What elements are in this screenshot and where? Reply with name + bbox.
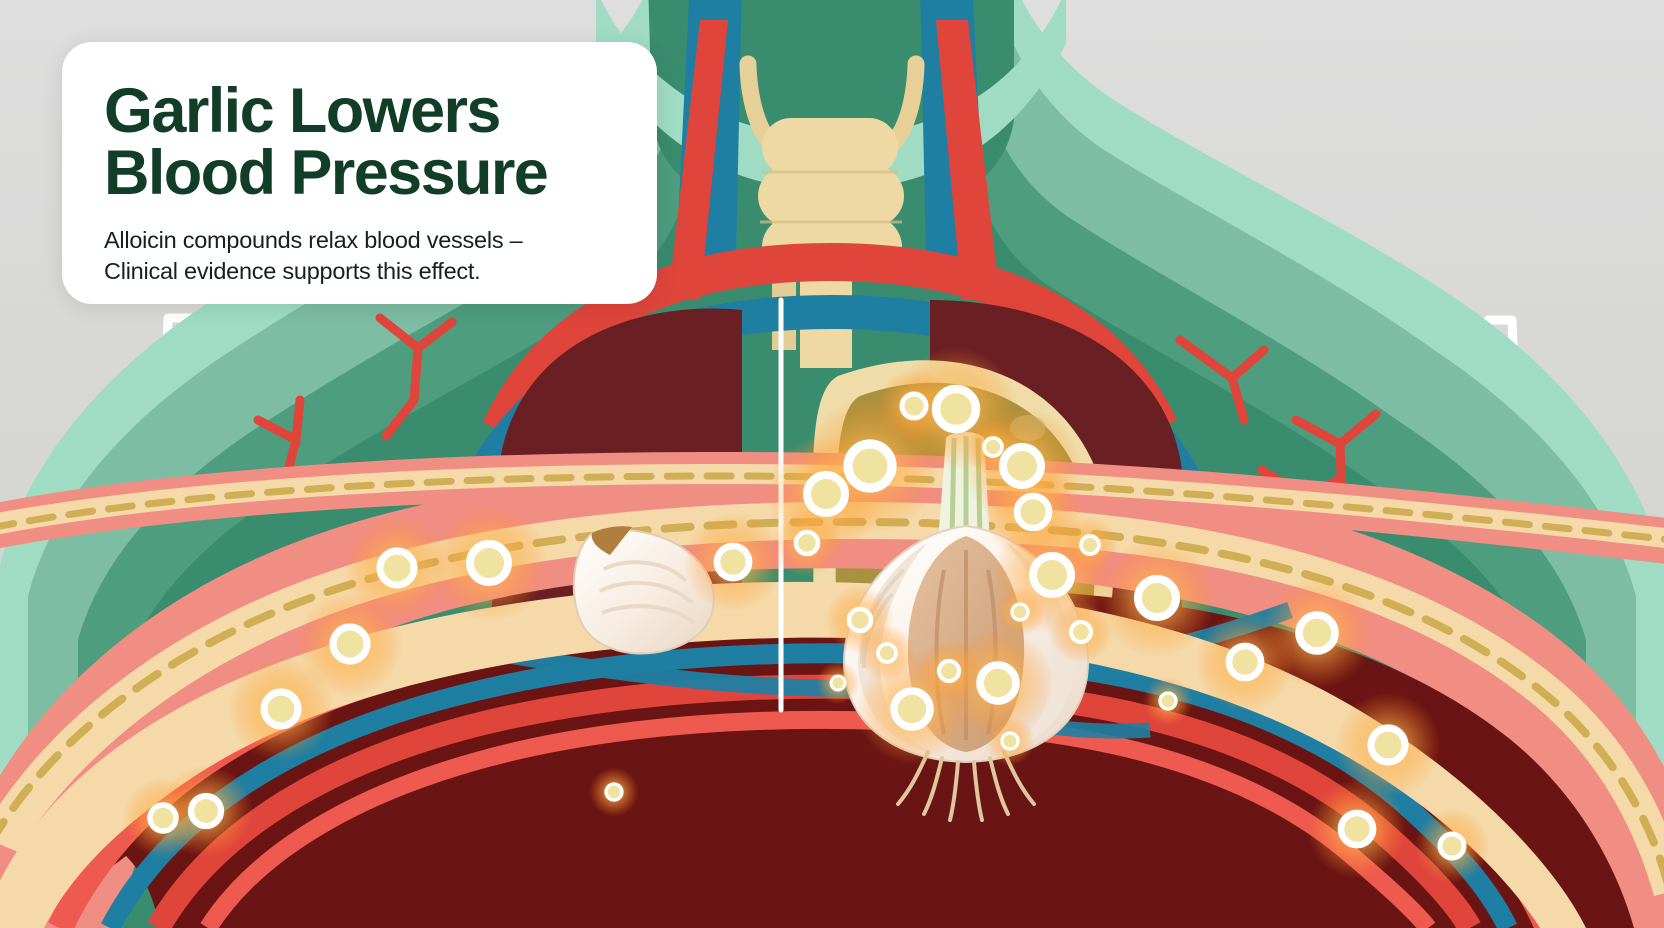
allicin-particle xyxy=(466,540,512,586)
allicin-particle xyxy=(1013,492,1053,532)
allicin-particle xyxy=(936,658,962,684)
allicin-particle xyxy=(147,802,179,834)
garlic-clove xyxy=(572,526,715,655)
allicin-particle xyxy=(329,623,371,665)
allicin-particle xyxy=(793,529,821,557)
allicin-particle xyxy=(1000,731,1020,751)
allicin-particle xyxy=(187,792,225,830)
vessel-dash-upper xyxy=(0,517,1664,886)
allicin-particle xyxy=(829,674,847,692)
page-title: Garlic Lowers Blood Pressure xyxy=(104,76,549,209)
carotid-artery-left xyxy=(668,20,728,300)
allicin-particle xyxy=(899,391,929,421)
page-subtitle: Alloicin compounds relax blood vessels –… xyxy=(104,226,523,285)
allicin-particle xyxy=(1079,534,1101,556)
allicin-particle xyxy=(890,687,934,731)
allicin-particle xyxy=(803,471,849,517)
vessel-band-mid-dash xyxy=(0,472,1664,543)
allicin-particle xyxy=(376,547,418,589)
allicin-particle xyxy=(1068,619,1094,645)
allicin-particle xyxy=(999,443,1045,489)
allicin-particle xyxy=(1029,552,1075,598)
aorta xyxy=(482,242,1178,439)
carotid-artery-right xyxy=(936,20,1000,300)
allicin-particle xyxy=(1010,602,1030,622)
allicin-particle xyxy=(846,606,874,634)
allicin-particle xyxy=(1158,691,1178,711)
title-card: Garlic Lowers Blood Pressure Alloicin co… xyxy=(62,42,657,304)
allicin-particles xyxy=(122,347,1490,884)
allicin-particle xyxy=(843,439,897,493)
allicin-particle xyxy=(1337,809,1377,849)
allicin-particle xyxy=(1437,831,1467,861)
allicin-particle xyxy=(976,661,1020,705)
allicin-particle xyxy=(931,384,981,434)
allicin-particle xyxy=(1225,642,1265,682)
vessel-band-mid-lining xyxy=(0,464,1664,548)
allicin-particle xyxy=(1295,611,1339,655)
allicin-particle xyxy=(982,436,1004,458)
allicin-particle xyxy=(260,688,302,730)
allicin-particle xyxy=(604,782,624,802)
allicin-particle xyxy=(876,642,898,664)
allicin-particle xyxy=(1367,724,1409,766)
allicin-particle xyxy=(1134,575,1180,621)
allicin-particle xyxy=(713,542,753,582)
